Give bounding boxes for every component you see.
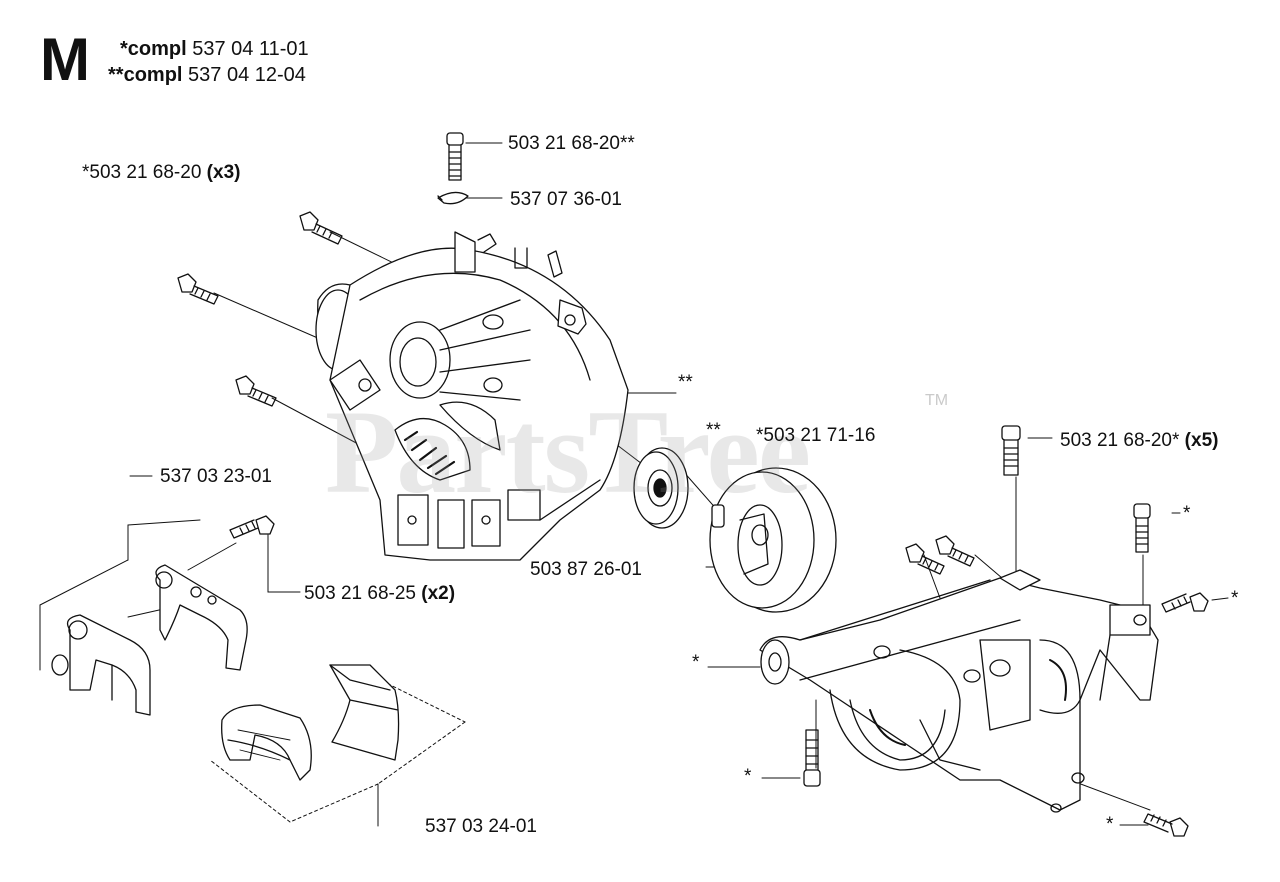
screw-left-2 <box>177 273 219 305</box>
screw-right-4 <box>935 535 975 567</box>
label-star-5: * <box>1106 814 1114 835</box>
clamp-upper-bracket <box>39 519 201 671</box>
label-screws-clamp-qty: (x2) <box>421 583 456 604</box>
label-screws-left-number: *503 21 68-20 <box>82 162 202 183</box>
screw-right-2 <box>1133 503 1151 553</box>
label-clamp-lower[interactable]: 537 03 24-01 <box>425 816 537 837</box>
label-screw-top[interactable]: 503 21 68-20** <box>508 133 635 154</box>
compl-line-2: **compl 537 04 12-04 <box>108 64 306 86</box>
screw-right-5 <box>1161 592 1209 613</box>
label-screws-right[interactable]: 503 21 68-20* (x5) <box>1060 430 1218 452</box>
label-drum[interactable]: *503 21 71-16 <box>756 425 876 446</box>
clamp-upper-part-b <box>51 614 151 716</box>
label-bearing-mark: ** <box>678 372 693 393</box>
compl-line-1: *compl 537 04 11-01 <box>120 38 309 60</box>
label-screws-left-qty: (x3) <box>206 162 241 183</box>
clip <box>437 191 469 205</box>
label-screws-left[interactable]: *503 21 68-20 (x3) <box>82 162 240 184</box>
screw-bottom-right <box>1143 813 1189 837</box>
crankcase-right-half <box>759 569 1159 813</box>
label-screws-right-number: 503 21 68-20* <box>1060 430 1180 451</box>
label-screws-clamp-number: 503 21 68-25 <box>304 583 416 604</box>
label-bearing[interactable]: 503 87 26-01 <box>530 559 642 580</box>
compl-2-number: 537 04 12-04 <box>188 64 306 86</box>
screw-left-1 <box>299 211 343 245</box>
section-letter: M <box>40 26 90 93</box>
crankcase-housing <box>315 231 629 561</box>
label-clamp-upper[interactable]: 537 03 23-01 <box>160 466 272 487</box>
screw-bottom-left <box>803 729 821 787</box>
clutch-drum <box>709 467 837 613</box>
label-star-2: * <box>1231 588 1239 609</box>
bearing <box>633 447 689 529</box>
label-clip[interactable]: 537 07 36-01 <box>510 189 622 210</box>
compl-2-prefix: **compl <box>108 64 183 86</box>
screw-clamp <box>229 515 275 539</box>
label-screws-clamp[interactable]: 503 21 68-25 (x2) <box>304 583 455 605</box>
watermark: PartsTree <box>325 385 811 518</box>
label-star-3: * <box>692 652 700 673</box>
screw-top <box>446 132 464 181</box>
label-star-4: * <box>744 766 752 787</box>
label-drum-mark: ** <box>706 420 721 441</box>
clamp-upper-part-a <box>155 564 248 671</box>
clamp-lower-part-b <box>221 704 312 781</box>
screw-right-3 <box>905 543 945 575</box>
label-star-1: * <box>1183 503 1191 524</box>
watermark-trademark: TM <box>925 392 949 409</box>
clamp-lower-part-a <box>329 664 400 761</box>
label-screws-right-qty: (x5) <box>1184 430 1219 451</box>
compl-1-prefix: *compl <box>120 38 187 60</box>
compl-1-number: 537 04 11-01 <box>192 38 309 60</box>
screw-right-top <box>1001 425 1021 476</box>
screw-left-3 <box>235 375 277 407</box>
